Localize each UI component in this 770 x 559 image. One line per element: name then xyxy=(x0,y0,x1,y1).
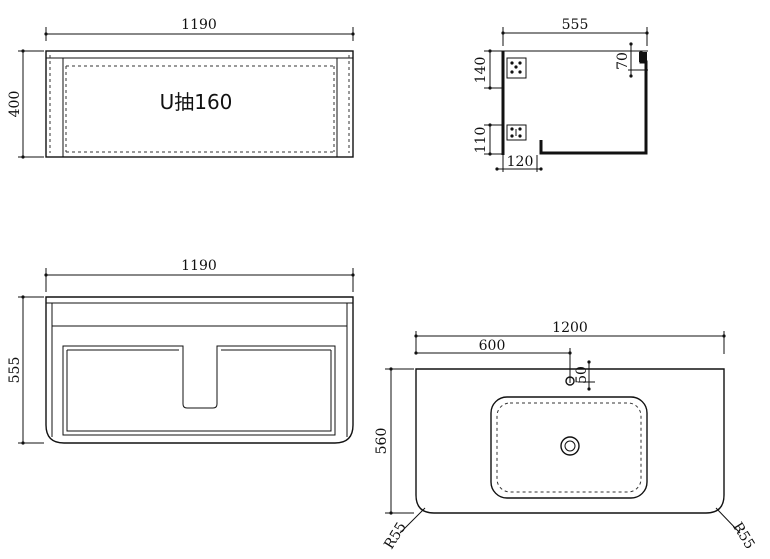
basin-total-width-dimension: 1200 xyxy=(414,320,726,354)
tap-hole-icon xyxy=(565,376,575,386)
basin-bowl-inner xyxy=(496,402,642,493)
front-width-label: 1190 xyxy=(181,17,217,33)
plan-depth-dimension: 555 xyxy=(7,295,44,445)
side-depth-label: 555 xyxy=(562,17,589,33)
side-bottom-hardware-dimension: 110 xyxy=(473,123,503,156)
basin-bowl-outer xyxy=(490,396,648,499)
basin-countertop-outline xyxy=(415,368,725,514)
side-depth-dimension: 555 xyxy=(501,17,649,46)
left-radius-label: R55 xyxy=(381,520,410,553)
plan-depth-label: 555 xyxy=(7,357,23,384)
basin-tap-hole-dimension: 50 xyxy=(574,360,595,391)
front-height-dimension: 400 xyxy=(7,49,44,159)
basin-depth-label: 560 xyxy=(374,428,390,455)
front-width-dimension: 1190 xyxy=(44,17,355,41)
basin-center-label: 600 xyxy=(479,338,506,354)
front-height-label: 400 xyxy=(7,91,23,118)
basin-depth-dimension: 560 xyxy=(374,367,414,515)
basin-total-width-label: 1200 xyxy=(552,320,588,336)
right-radius-callout: R55 xyxy=(715,507,758,553)
drawer-label: U抽160 xyxy=(160,90,233,114)
left-radius-callout: R55 xyxy=(381,507,426,553)
side-bottom-offset-dimension: 120 xyxy=(495,154,543,172)
plan-drawer-inner xyxy=(66,349,332,432)
basin-top-view: 1200 600 50 560 R55 xyxy=(374,320,758,552)
right-radius-label: R55 xyxy=(729,520,758,553)
side-profile xyxy=(501,50,648,155)
plan-drawer-outline xyxy=(62,345,336,436)
side-top-edge-label: 70 xyxy=(615,52,631,70)
side-bottom-offset-label: 120 xyxy=(507,154,534,170)
plan-cabinet-outline xyxy=(45,296,354,444)
side-top-hardware-label: 140 xyxy=(473,57,489,84)
plan-width-dimension: 1190 xyxy=(44,258,355,292)
basin-tap-hole-label: 50 xyxy=(574,366,590,384)
side-section: 555 140 110 70 120 xyxy=(473,17,649,172)
drain-icon xyxy=(560,436,580,456)
side-bottom-hardware-label: 110 xyxy=(473,127,489,154)
front-view: 1190 400 U抽160 xyxy=(7,17,355,159)
basin-center-dimension: 600 xyxy=(414,338,572,383)
plan-width-label: 1190 xyxy=(181,258,217,274)
plan-view: 1190 555 xyxy=(7,258,355,445)
side-top-hardware-dimension: 140 xyxy=(473,49,503,90)
